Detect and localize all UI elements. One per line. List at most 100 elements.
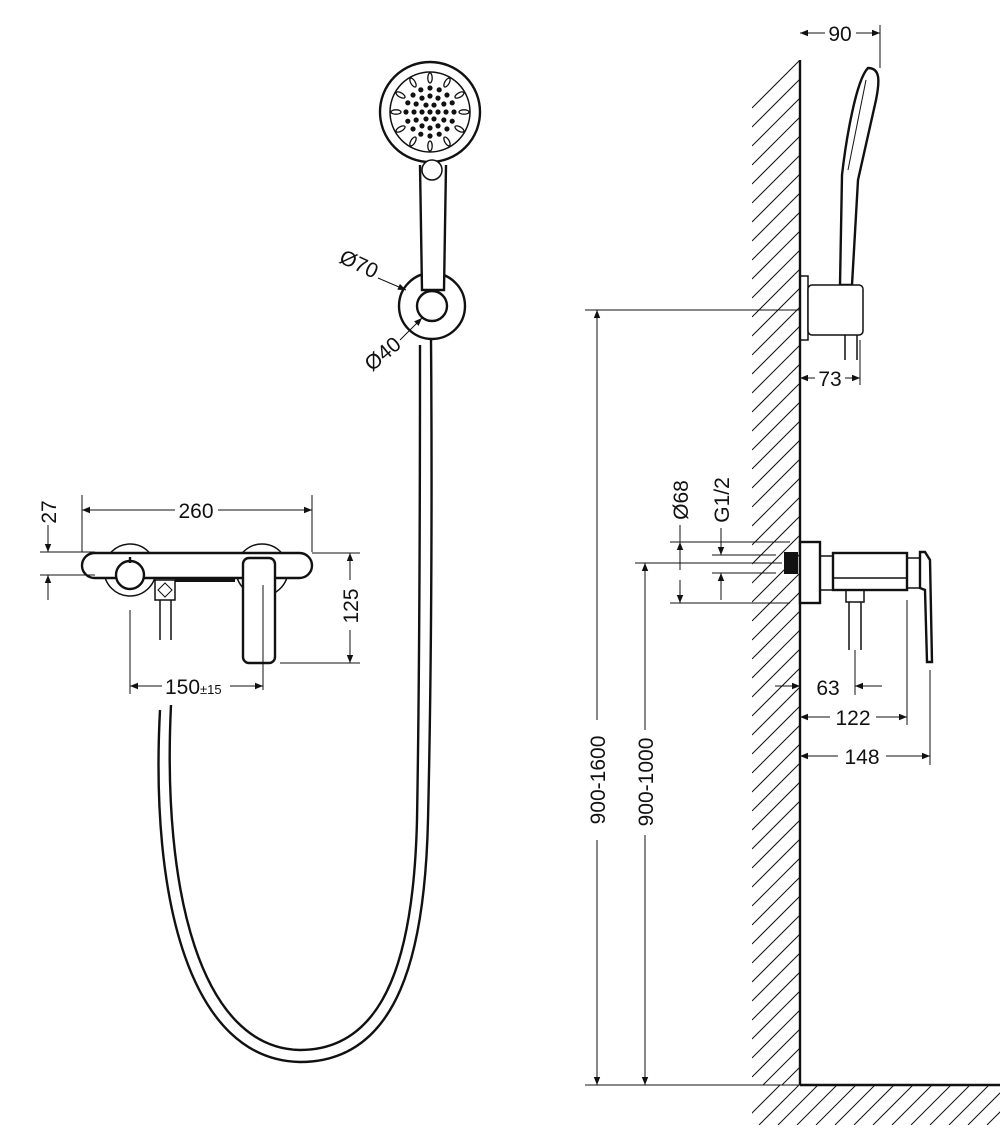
hatch-line: [752, 420, 800, 470]
nozzle: [418, 131, 424, 137]
hatch-line: [752, 724, 800, 774]
nozzle: [443, 109, 449, 115]
outer-nozzle: [395, 91, 406, 99]
hatch-line: [752, 116, 800, 166]
wall-inlet: [784, 552, 798, 574]
diverter-bar: [175, 578, 235, 582]
nozzle: [419, 109, 425, 115]
hatch-line: [752, 1028, 800, 1078]
hatch-line: [752, 496, 800, 546]
hatch-line: [752, 743, 800, 793]
outer-nozzle: [458, 109, 470, 115]
dim-thread: G1/2: [711, 477, 734, 523]
hatch-line: [986, 1111, 1000, 1125]
hatch-line: [752, 173, 800, 223]
nozzle: [427, 133, 433, 139]
hatch-line: [752, 97, 800, 147]
hatch-line: [777, 1085, 819, 1125]
hatch-line: [752, 705, 800, 755]
hatch-line: [752, 325, 800, 375]
hatch-line: [752, 876, 800, 926]
dim-holder-projection: 73: [818, 368, 841, 391]
nozzle: [423, 102, 429, 108]
hatch-line: [752, 458, 800, 508]
nozzle: [449, 118, 455, 124]
hatch-line: [752, 363, 800, 413]
hatch-line: [752, 819, 800, 869]
spout: [241, 556, 277, 665]
hatch-line: [752, 648, 800, 698]
hatch-line: [752, 230, 800, 280]
hatch-line: [752, 933, 800, 983]
nozzle: [444, 126, 450, 132]
hatch-line: [752, 60, 800, 109]
hand-shower-side: [838, 66, 880, 287]
hatch-line: [948, 1085, 990, 1125]
nozzle: [418, 87, 424, 93]
holder-side: [807, 284, 864, 336]
dim-holder-height: 900-1600: [587, 736, 610, 825]
outer-nozzle: [427, 140, 433, 152]
dim-body-height: 27: [38, 500, 61, 523]
hatch-line: [834, 1085, 876, 1125]
outer-nozzle: [409, 77, 417, 88]
hatch-line: [752, 344, 800, 394]
dim-hand-shower-depth: 90: [828, 23, 851, 46]
hatch-line: [752, 667, 800, 717]
nozzle: [427, 85, 433, 91]
nozzle: [405, 100, 411, 106]
hatch-line: [815, 1085, 857, 1125]
nozzle: [405, 118, 411, 124]
hatch-line: [781, 1066, 800, 1085]
valve-body: [831, 551, 909, 592]
shower-hose: [157, 339, 433, 1064]
hose-connector: [154, 579, 176, 601]
dim-lever-projection: 148: [844, 746, 879, 769]
lever-handle: [918, 550, 934, 664]
floor-hatching: [752, 1085, 1000, 1125]
hatch-line: [752, 990, 800, 1040]
nozzle: [427, 125, 433, 131]
wall-hatching: [752, 60, 800, 1144]
outer-nozzle: [443, 136, 451, 147]
hatch-line: [752, 515, 800, 565]
nozzle: [431, 102, 437, 108]
dim-holder-inner-diameter: Ø40: [360, 333, 405, 376]
hatch-line: [752, 211, 800, 261]
nozzle: [403, 109, 409, 115]
hatch-line: [891, 1085, 933, 1125]
nozzle: [436, 87, 442, 93]
dim-outlet-offset: 63: [816, 677, 839, 700]
hatch-line: [752, 154, 800, 204]
side-view: 90 73 900-1600 900-1000 Ø68: [585, 23, 1000, 1144]
nozzle: [423, 116, 429, 122]
outer-nozzle: [395, 125, 406, 133]
nozzle: [419, 123, 425, 129]
flange: [798, 540, 822, 605]
hatch-line: [752, 857, 800, 907]
hatch-line: [752, 1124, 800, 1144]
hatch-line: [752, 838, 800, 888]
dim-inlet-spacing: 150±15: [165, 676, 222, 699]
hatch-line: [752, 534, 800, 584]
outer-nozzle: [454, 125, 465, 133]
nozzle: [435, 95, 441, 101]
hatch-line: [752, 439, 800, 489]
dim-spout-height: 125: [340, 588, 363, 623]
nozzle: [435, 109, 441, 115]
hatch-line: [872, 1085, 914, 1125]
hatch-line: [752, 591, 800, 641]
hatch-line: [752, 781, 800, 831]
nozzle: [436, 131, 442, 137]
nozzle: [431, 116, 437, 122]
front-view: 260 27 125 150±15 Ø70 Ø40: [38, 60, 482, 1064]
nozzle: [411, 109, 417, 115]
dim-width-overall: 260: [178, 500, 213, 523]
nozzle: [413, 117, 419, 123]
outlet-nut: [845, 589, 865, 603]
hand-shower-handle: [418, 164, 448, 292]
outer-nozzle: [427, 72, 433, 84]
nut: [819, 555, 834, 591]
dim-mixer-height: 900-1000: [635, 738, 658, 827]
hatch-line: [752, 382, 800, 432]
